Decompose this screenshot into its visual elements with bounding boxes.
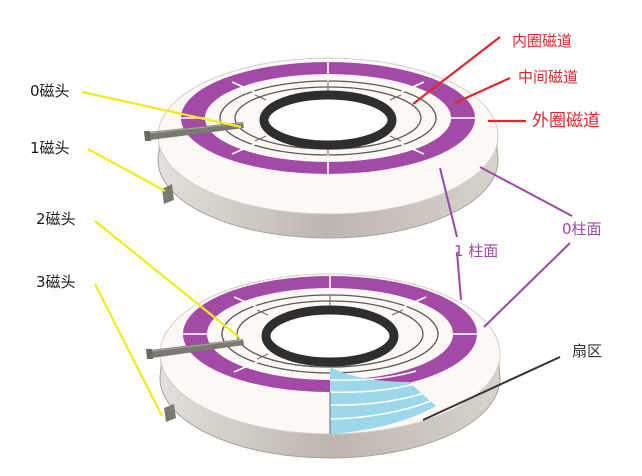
bottom-lower-head-stub xyxy=(164,404,176,422)
label-inner-track: 内圈磁道 xyxy=(512,32,572,50)
top-sector-lines xyxy=(181,62,475,174)
top-lower-head-stub xyxy=(162,184,174,204)
cylinder-leader-lines xyxy=(439,166,573,328)
bottom-spindle-ring xyxy=(261,305,399,367)
label-head-1: 1磁头 xyxy=(30,139,70,157)
label-outer-track: 外圈磁道 xyxy=(532,111,600,131)
bottom-sector-lines xyxy=(183,276,477,373)
highlighted-sector xyxy=(329,367,436,434)
label-sector: 扇区 xyxy=(572,342,602,360)
track-leader-lines xyxy=(412,36,526,123)
label-middle-track: 中间磁道 xyxy=(518,68,578,86)
bottom-head-arm xyxy=(146,339,244,359)
label-cylinder-1: 1 柱面 xyxy=(454,242,498,260)
label-cylinder-0: 0柱面 xyxy=(562,220,602,238)
label-head-3: 3磁头 xyxy=(36,273,76,291)
top-platter xyxy=(144,57,499,239)
head-leader-lines xyxy=(81,90,242,417)
sector-leader-line xyxy=(422,356,561,421)
top-spindle-ring xyxy=(259,90,397,150)
label-head-2: 2磁头 xyxy=(36,210,76,228)
label-head-0: 0磁头 xyxy=(30,82,70,100)
bottom-platter xyxy=(146,273,501,459)
